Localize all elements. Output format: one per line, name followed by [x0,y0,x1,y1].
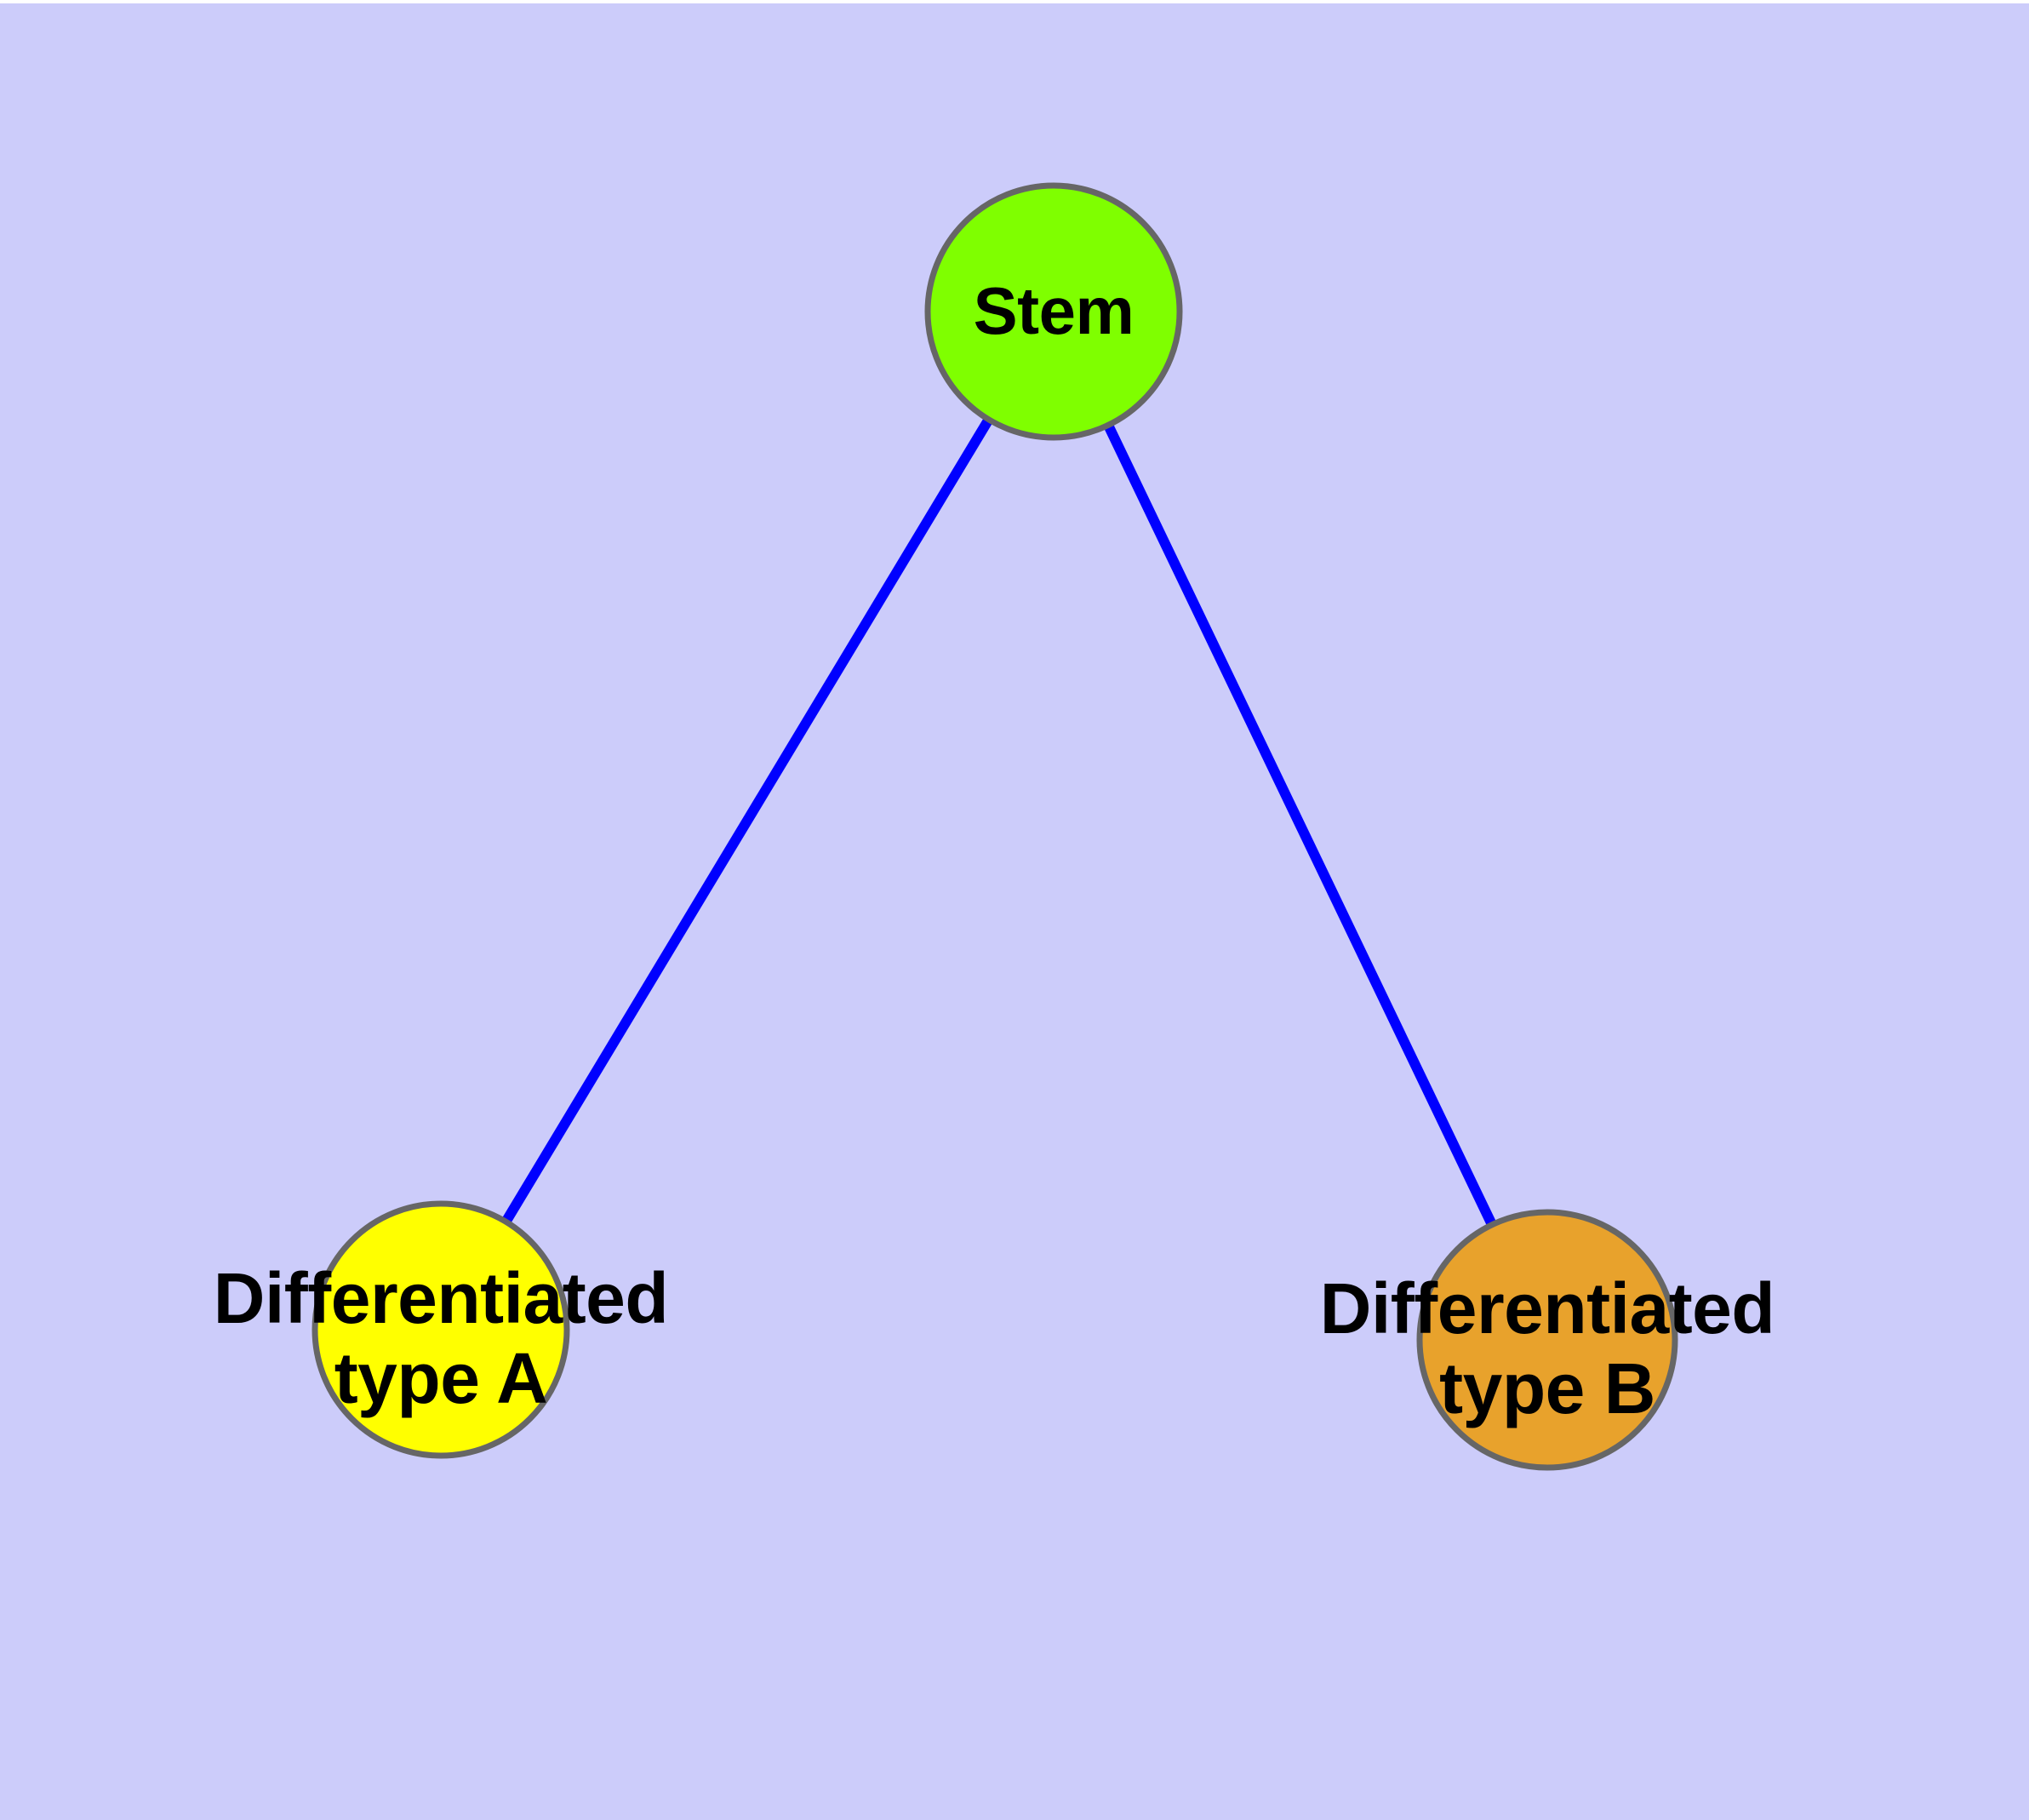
edge-stem-to-diff-a[interactable] [501,416,993,1225]
node-layer [311,182,1678,1471]
edge-stem-to-diff-b[interactable] [1103,422,1497,1228]
node-stem[interactable] [924,182,1183,441]
node-diff-a[interactable] [311,1200,570,1459]
node-diff-b[interactable] [1416,1209,1678,1471]
edge-layer [501,416,1497,1228]
